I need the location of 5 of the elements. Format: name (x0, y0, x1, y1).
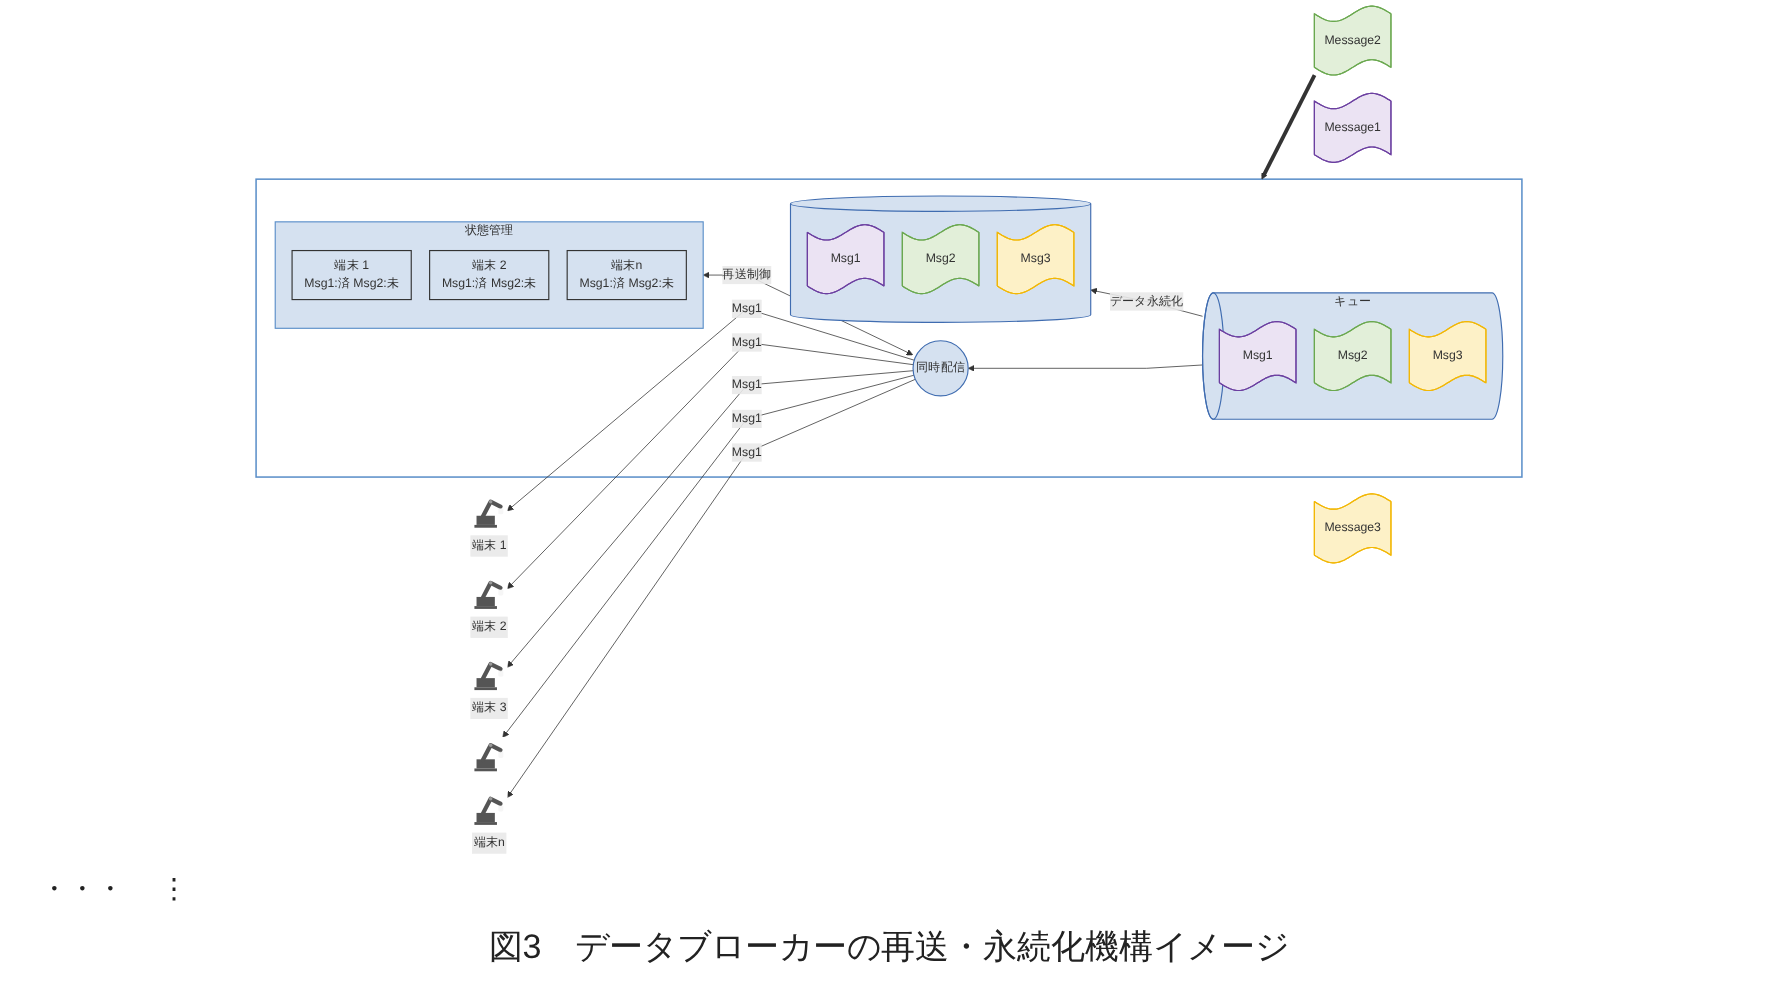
cluster (255, 178, 1523, 478)
arrow (1261, 74, 1317, 180)
figure-caption: 図3 データブローカーの再送・永続化機構イメージ (486, 926, 1292, 970)
ellipsis-text: ⋮ (160, 872, 188, 908)
ellipsis-text: ・・・ (40, 872, 124, 908)
